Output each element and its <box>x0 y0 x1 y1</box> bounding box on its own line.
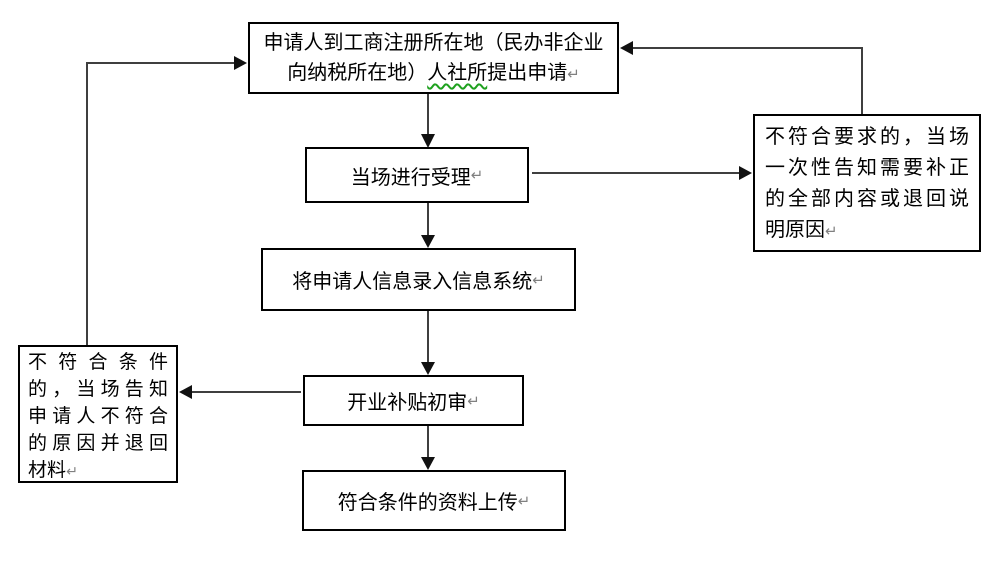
flow-box-reject-left-line4: 的原因并退回 <box>28 432 168 454</box>
paragraph-mark: ↵ <box>66 464 78 480</box>
paragraph-mark: ↵ <box>825 222 838 240</box>
paragraph-mark: ↵ <box>532 270 545 289</box>
flow-box-apply-line2-pre: 向纳税所在地） <box>287 60 428 84</box>
flow-box-reject-right: 不符合要求的，当场 一次性告知需要补正 的全部内容或退回说 明原因↵ <box>753 114 981 252</box>
arrow-apply-to-accept <box>421 94 435 148</box>
paragraph-mark: ↵ <box>470 166 484 184</box>
arrow-accept-to-record <box>421 203 435 248</box>
flow-box-reject-left-line5: 材料↵ <box>28 457 168 486</box>
flow-box-reject-left-line2: 的，当场告知 <box>28 378 168 400</box>
flow-box-accept: 当场进行受理↵ <box>305 147 529 203</box>
flow-box-apply-line2-wavy-underlined: 人社所 <box>427 60 488 84</box>
flow-box-record-label: 将申请人信息录入信息系统 <box>292 269 533 293</box>
flow-box-apply-line1: 申请人到工商注册所在地（民办非企业 <box>263 30 604 54</box>
flow-box-reject-right-line1: 不符合要求的，当场 <box>765 124 969 148</box>
arrow-reject-right-to-apply <box>620 41 863 114</box>
arrow-record-to-review <box>421 311 435 375</box>
flow-box-reject-right-line2: 一次性告知需要补正 <box>765 155 969 179</box>
flow-box-reject-right-line4: 明原因↵ <box>765 214 969 247</box>
flow-box-upload-label: 符合条件的资料上传 <box>337 490 518 514</box>
flow-box-upload: 符合条件的资料上传↵ <box>302 470 566 531</box>
flow-box-apply-line2: 向纳税所在地）人社所提出申请↵ <box>287 57 580 89</box>
flow-box-review-label: 开业补贴初审 <box>347 390 468 414</box>
flow-box-apply: 申请人到工商注册所在地（民办非企业 向纳税所在地）人社所提出申请↵ <box>248 22 619 94</box>
paragraph-mark: ↵ <box>567 65 580 83</box>
paragraph-mark: ↵ <box>517 491 531 510</box>
flow-box-reject-right-line3: 的全部内容或退回说 <box>765 186 969 210</box>
arrow-reject-left-to-apply <box>86 56 247 345</box>
arrow-review-to-reject-left <box>179 385 301 399</box>
flow-box-apply-line2-post: 提出申请 <box>487 60 568 84</box>
flow-box-reject-right-line4-text: 明原因 <box>765 217 825 241</box>
flow-box-review: 开业补贴初审↵ <box>303 375 524 426</box>
flow-box-record: 将申请人信息录入信息系统↵ <box>261 248 576 311</box>
flow-box-reject-left-line3: 申请人不符合 <box>28 405 168 427</box>
paragraph-mark: ↵ <box>467 391 480 410</box>
flow-box-reject-left: 不符合条件 的，当场告知 申请人不符合 的原因并退回 材料↵ <box>18 345 178 483</box>
flow-box-reject-left-line5-text: 材料 <box>28 459 67 481</box>
arrow-accept-to-reject-right <box>532 166 752 180</box>
flow-box-accept-label: 当场进行受理 <box>350 164 471 189</box>
arrow-review-to-upload <box>421 426 435 470</box>
flow-box-reject-left-line1: 不符合条件 <box>28 351 168 373</box>
